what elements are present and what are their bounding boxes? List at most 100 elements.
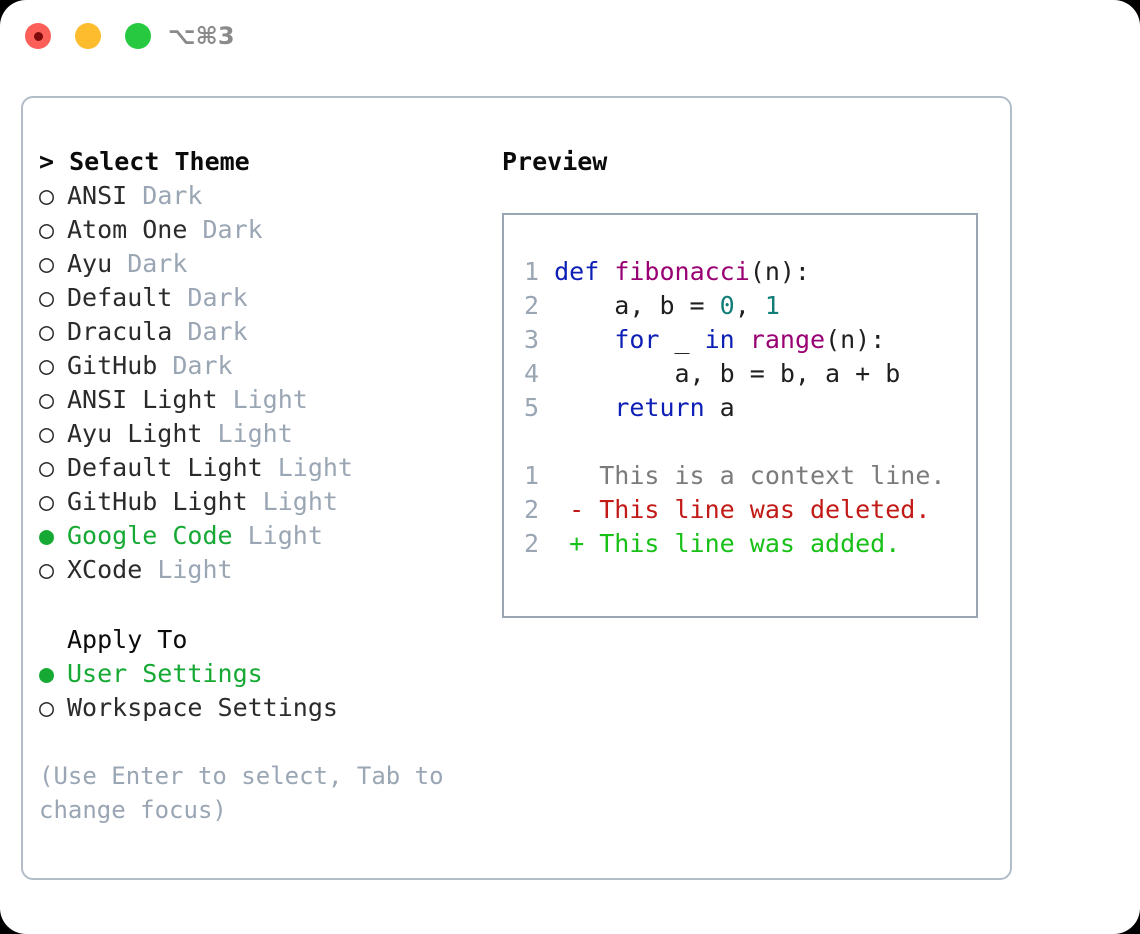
theme-option-google-code[interactable]: ●Google Code Light: [39, 519, 489, 553]
code-gutter-gap: [539, 323, 554, 357]
diff-marker: [569, 461, 584, 490]
theme-option-github[interactable]: ○GitHub Dark: [39, 349, 489, 383]
theme-option-category: Light: [247, 487, 338, 516]
radio-unselected-icon: ○: [39, 283, 55, 312]
code-diff-separator: [524, 425, 968, 459]
code-token-kw: return: [614, 393, 705, 422]
code-token-kw: def: [554, 257, 615, 286]
apply-to-option-list: ● User Settings ○ Workspace Settings: [39, 657, 489, 725]
code-token-txt: (n):: [749, 257, 810, 286]
code-gutter-gap: [539, 255, 554, 289]
code-token-txt: ,: [734, 291, 765, 320]
keyboard-shortcut-label: ⌥⌘3: [168, 22, 235, 50]
diff-line-add: 2 + This line was added.: [524, 527, 968, 561]
code-token-txt: [554, 325, 614, 354]
code-line: 4 a, b = b, a + b: [524, 357, 968, 391]
code-line: 2 a, b = 0, 1: [524, 289, 968, 323]
radio-selected-icon: ●: [39, 659, 55, 688]
maximize-button[interactable]: [125, 23, 151, 49]
main-panel: > Select Theme ○ANSI Dark○Atom One Dark○…: [21, 96, 1012, 880]
code-line-number: 2: [524, 291, 540, 320]
diff-marker: -: [569, 495, 585, 524]
diff-lines: 1 This is a context line. 2 - This line w…: [524, 459, 968, 561]
radio-unselected-icon: ○: [39, 555, 55, 584]
theme-option-label: Default Light: [67, 453, 263, 482]
theme-option-label: ANSI Light: [67, 385, 218, 414]
theme-option-category: Light: [202, 419, 293, 448]
close-button[interactable]: [25, 23, 51, 49]
apply-to-option-workspace-settings[interactable]: ○ Workspace Settings: [39, 691, 489, 725]
theme-option-label: GitHub: [67, 351, 158, 380]
code-line-number: 5: [524, 393, 540, 422]
code-token-txt: [554, 393, 614, 422]
apply-to-option-label: User Settings: [67, 659, 263, 688]
theme-option-ayu-light[interactable]: ○ Ayu Light Light: [39, 417, 489, 451]
theme-option-github-light[interactable]: ○ GitHub Light Light: [39, 485, 489, 519]
diff-marker-gap: [584, 527, 599, 561]
radio-unselected-icon: ○: [39, 249, 55, 278]
radio-unselected-icon: ○: [39, 419, 55, 448]
theme-option-label: GitHub Light: [67, 487, 248, 516]
code-token-txt: _: [659, 325, 705, 354]
code-token-txt: a: [704, 393, 735, 422]
code-token-kw: for: [614, 325, 660, 354]
theme-picker-column: > Select Theme ○ANSI Dark○Atom One Dark○…: [39, 145, 489, 827]
theme-option-label: Dracula: [67, 317, 173, 346]
radio-unselected-icon: ○: [39, 693, 55, 722]
code-line-number: 4: [524, 359, 540, 388]
theme-option-category: Dark: [112, 249, 188, 278]
keyboard-hint-text: (Use Enter to select, Tab to change focu…: [39, 762, 444, 824]
code-token-num: 1: [764, 291, 780, 320]
diff-marker-gap: [584, 493, 599, 527]
theme-option-default[interactable]: ○Default Dark: [39, 281, 489, 315]
radio-unselected-icon: ○: [39, 215, 55, 244]
diff-gutter-gap: [539, 493, 569, 527]
diff-marker: +: [569, 529, 585, 558]
code-line-number: 3: [524, 325, 540, 354]
apply-to-option-label: Workspace Settings: [67, 693, 338, 722]
code-line: 5 return a: [524, 391, 968, 425]
code-token-fn: fibonacci: [614, 257, 750, 286]
theme-option-label: ANSI: [67, 181, 128, 210]
theme-option-category: Light: [217, 385, 308, 414]
theme-option-default-light[interactable]: ○Default Light Light: [39, 451, 489, 485]
theme-option-ansi[interactable]: ○ANSI Dark: [39, 179, 489, 213]
theme-option-atom-one[interactable]: ○Atom One Dark: [39, 213, 489, 247]
code-token-txt: (n):: [825, 325, 886, 354]
theme-option-xcode[interactable]: ○XCode Light: [39, 553, 489, 587]
hint-spacer: [39, 725, 489, 759]
theme-option-label: Ayu: [67, 249, 113, 278]
theme-option-ayu[interactable]: ○ Ayu Dark: [39, 247, 489, 281]
radio-unselected-icon: ○: [39, 351, 55, 380]
diff-line-del: 2 - This line was deleted.: [524, 493, 968, 527]
theme-option-label: XCode: [67, 555, 143, 584]
code-gutter-gap: [539, 289, 554, 323]
diff-line-text: This line was deleted.: [599, 495, 931, 524]
radio-selected-icon: ●: [39, 521, 55, 550]
window-controls: [25, 23, 151, 49]
diff-gutter-gap: [539, 459, 569, 493]
theme-option-ansi-light[interactable]: ○ ANSI Light Light: [39, 383, 489, 417]
radio-unselected-icon: ○: [39, 181, 55, 210]
theme-option-category: Dark: [172, 283, 248, 312]
theme-option-category: Light: [262, 453, 353, 482]
diff-line-text: This is a context line.: [599, 461, 946, 490]
radio-unselected-icon: ○: [39, 487, 55, 516]
select-theme-heading: > Select Theme: [39, 147, 250, 176]
diff-line-number: 1: [524, 461, 540, 490]
title-bar: ⌥⌘3: [0, 0, 1140, 78]
preview-heading: Preview: [502, 147, 608, 176]
apply-to-option-user-settings[interactable]: ● User Settings: [39, 657, 489, 691]
code-token-kw: in: [704, 325, 735, 354]
radio-unselected-icon: ○: [39, 385, 55, 414]
theme-option-label: Ayu Light: [67, 419, 203, 448]
minimize-button[interactable]: [75, 23, 101, 49]
theme-option-label: Google Code: [67, 521, 233, 550]
recording-indicator-icon: [33, 31, 43, 41]
code-token-fn: range: [749, 325, 826, 354]
theme-option-dracula[interactable]: ○Dracula Dark: [39, 315, 489, 349]
theme-option-label: Atom One: [67, 215, 188, 244]
